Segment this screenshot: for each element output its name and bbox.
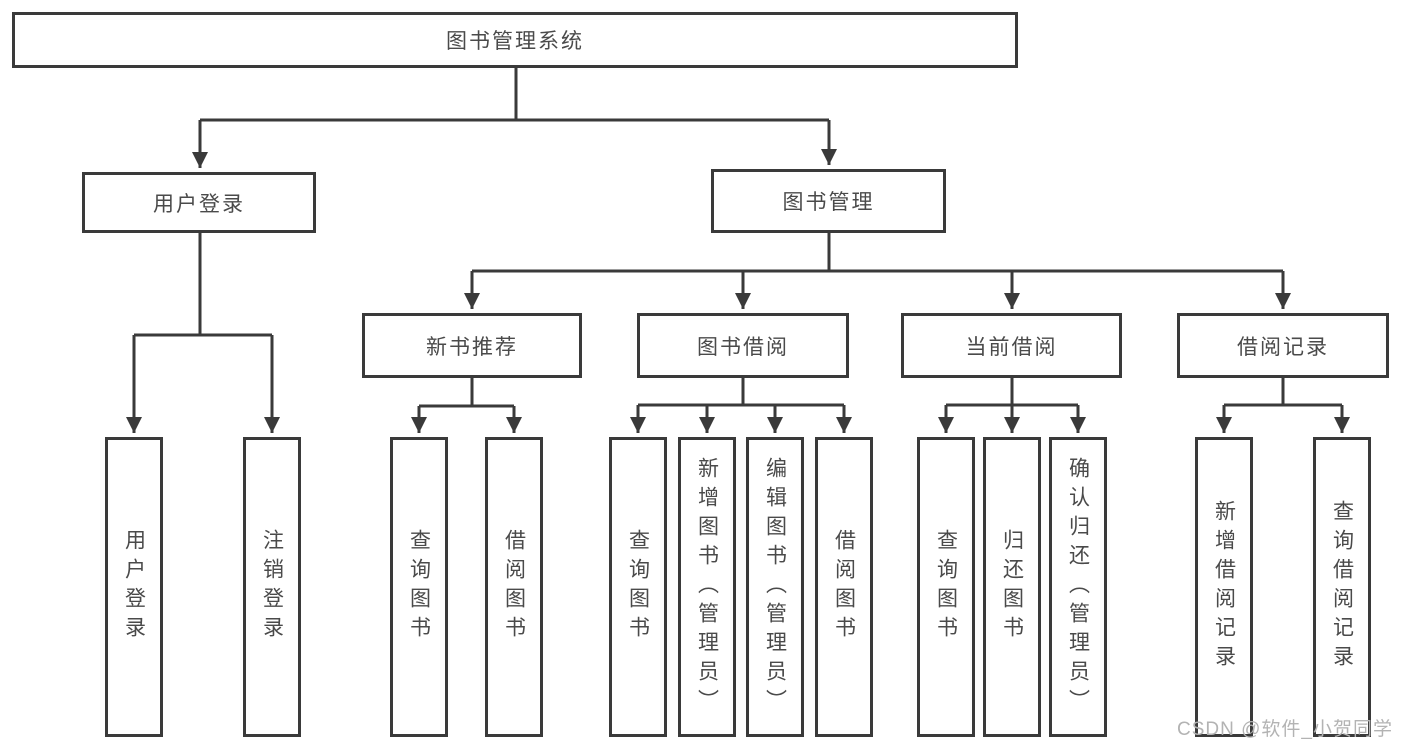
leaf-label: 用户登录 — [122, 529, 146, 645]
leaf-label: 新增图书（管理员） — [695, 456, 719, 718]
node-library-management-system: 图书管理系统 — [12, 12, 1018, 68]
leaf-records-query-borrow-record: 查询借阅记录 — [1313, 437, 1371, 737]
leaf-label: 查询借阅记录 — [1330, 500, 1354, 674]
node-label: 借阅记录 — [1237, 335, 1329, 359]
leaf-borrowing-add-books-admin: 新增图书（管理员） — [678, 437, 736, 737]
leaf-label: 借阅图书 — [832, 529, 856, 645]
leaf-recommend-query-books: 查询图书 — [390, 437, 448, 737]
leaf-label: 借阅图书 — [502, 529, 526, 645]
leaf-label: 查询图书 — [934, 529, 958, 645]
node-label: 用户登录 — [153, 192, 245, 216]
leaf-current-confirm-return-admin: 确认归还（管理员） — [1049, 437, 1107, 737]
node-borrowing-records: 借阅记录 — [1177, 313, 1389, 378]
leaf-label: 编辑图书（管理员） — [763, 456, 787, 718]
leaf-current-query-books: 查询图书 — [917, 437, 975, 737]
node-label: 图书借阅 — [697, 335, 789, 359]
node-label: 图书管理 — [782, 191, 875, 214]
leaf-label: 归还图书 — [1000, 529, 1024, 645]
leaf-label: 注销登录 — [260, 529, 284, 645]
leaf-borrowing-query-books: 查询图书 — [609, 437, 667, 737]
leaf-records-add-borrow-record: 新增借阅记录 — [1195, 437, 1253, 737]
node-book-management: 图书管理 — [711, 169, 946, 233]
node-label: 新书推荐 — [426, 335, 518, 359]
leaf-label: 新增借阅记录 — [1212, 500, 1236, 674]
leaf-logout: 注销登录 — [243, 437, 301, 737]
node-current-borrowing: 当前借阅 — [901, 313, 1122, 378]
node-book-borrowing: 图书借阅 — [637, 313, 849, 378]
node-label: 图书管理系统 — [446, 30, 584, 53]
leaf-recommend-borrow-books: 借阅图书 — [485, 437, 543, 737]
node-label: 当前借阅 — [965, 335, 1058, 359]
leaf-label: 确认归还（管理员） — [1066, 456, 1090, 718]
leaf-borrowing-edit-books-admin: 编辑图书（管理员） — [746, 437, 804, 737]
leaf-user-login: 用户登录 — [105, 437, 163, 737]
node-new-book-recommendation: 新书推荐 — [362, 313, 582, 378]
node-user-login: 用户登录 — [82, 172, 316, 233]
leaf-borrowing-borrow-books: 借阅图书 — [815, 437, 873, 737]
leaf-current-return-books: 归还图书 — [983, 437, 1041, 737]
leaf-label: 查询图书 — [407, 529, 431, 645]
leaf-label: 查询图书 — [626, 529, 650, 645]
